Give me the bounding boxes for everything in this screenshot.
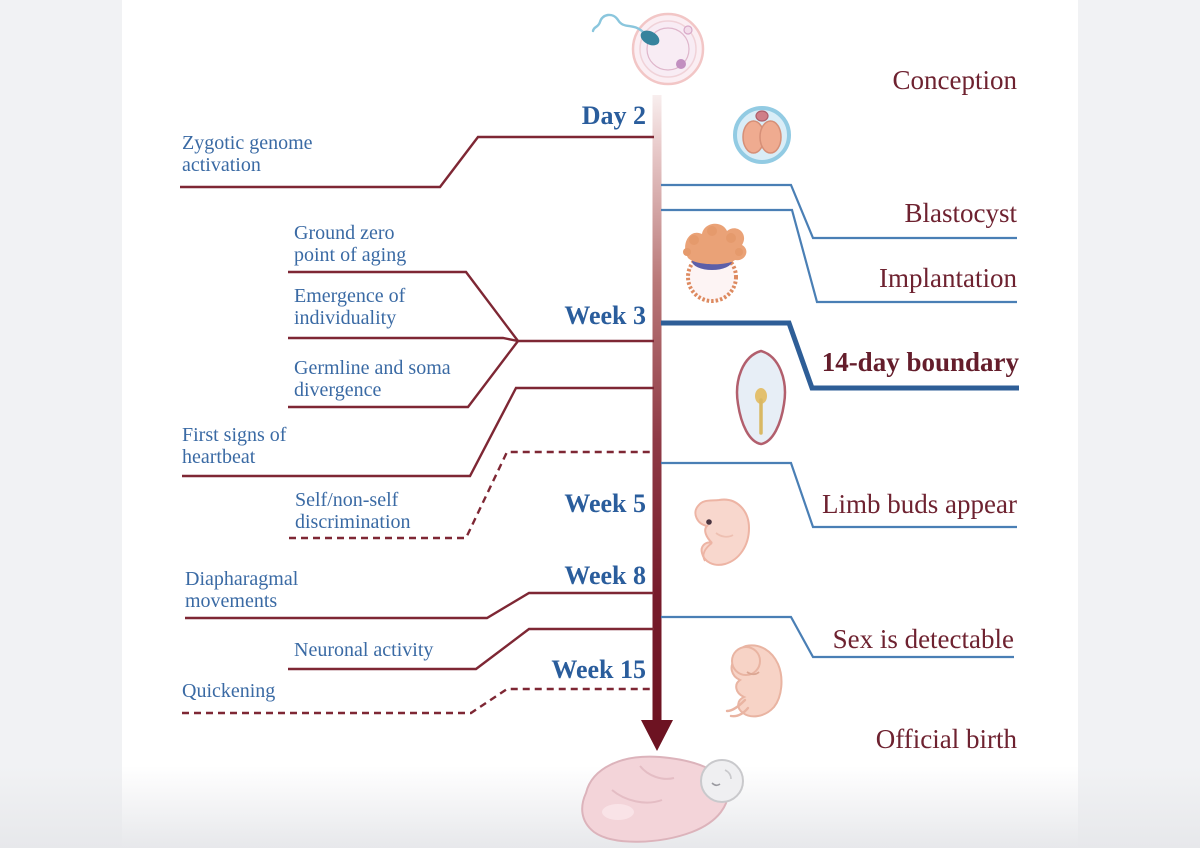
embryonic-disc-icon [735,349,787,446]
connector-implantation [661,208,1017,304]
connector-ground-zero-point-of-aging [288,270,519,342]
event-label-emergence-of-individuality: Emergence of individuality [294,285,406,329]
event-label-implantation: Implantation [879,263,1017,293]
connector-zygotic-genome-activation [180,135,654,189]
event-label-blastocyst: Blastocyst [904,198,1018,228]
event-label-official-birth: Official birth [875,724,1017,754]
connector-germline-and-soma-divergence [288,340,519,409]
event-label-neuronal-activity: Neuronal activity [294,639,434,661]
two-cell-embryo-icon [733,106,791,164]
time-marker-day-2: Day 2 [581,101,646,130]
fertilization-egg-and-sperm-icon [591,12,705,86]
time-marker-week-8: Week 8 [564,561,646,590]
event-label-conception: Conception [892,65,1017,95]
page-left-margin [0,0,122,848]
event-label-14-day-boundary: 14-day boundary [821,347,1019,377]
connector-first-signs-of-heartbeat [182,386,654,478]
time-marker-week-3: Week 3 [564,301,646,330]
swaddled-newborn-icon [581,755,744,843]
connector-sex-is-detectable [661,615,1014,659]
event-label-limb-buds-appear: Limb buds appear [822,489,1017,519]
timeline-axis [652,95,662,722]
event-label-self-non-self-discrimination: Self/non-self discrimination [295,489,411,533]
timeline-arrowhead-icon [641,720,673,751]
event-label-zygotic-genome-activation: Zygotic genome activation [182,132,313,176]
connector-neuronal-activity [288,627,654,671]
event-label-germline-and-soma-divergence: Germline and soma divergence [294,357,451,401]
connector-self-non-self-discrimination [289,450,654,540]
connector-blastocyst [661,183,1017,240]
time-marker-week-5: Week 5 [564,489,646,518]
connector-quickening [182,687,654,715]
connector-14-day-boundary [661,320,1019,391]
connector-emergence-of-individuality [288,336,519,343]
page-right-margin [1078,0,1200,848]
time-marker-week-15: Week 15 [551,655,646,684]
week5-embryo-icon [694,498,751,566]
week15-fetus-icon [725,644,783,718]
event-label-quickening: Quickening [182,680,276,702]
event-label-first-signs-of-heartbeat: First signs of heartbeat [182,424,287,468]
event-label-ground-zero-point-of-aging: Ground zero point of aging [294,222,407,266]
connector-limb-buds-appear [661,461,1017,529]
connector-diapharagmal-movements [185,591,654,620]
implanting-blastocyst-icon [683,223,747,303]
event-label-sex-is-detectable: Sex is detectable [832,624,1014,654]
event-label-diapharagmal-movements: Diapharagmal movements [185,568,299,612]
